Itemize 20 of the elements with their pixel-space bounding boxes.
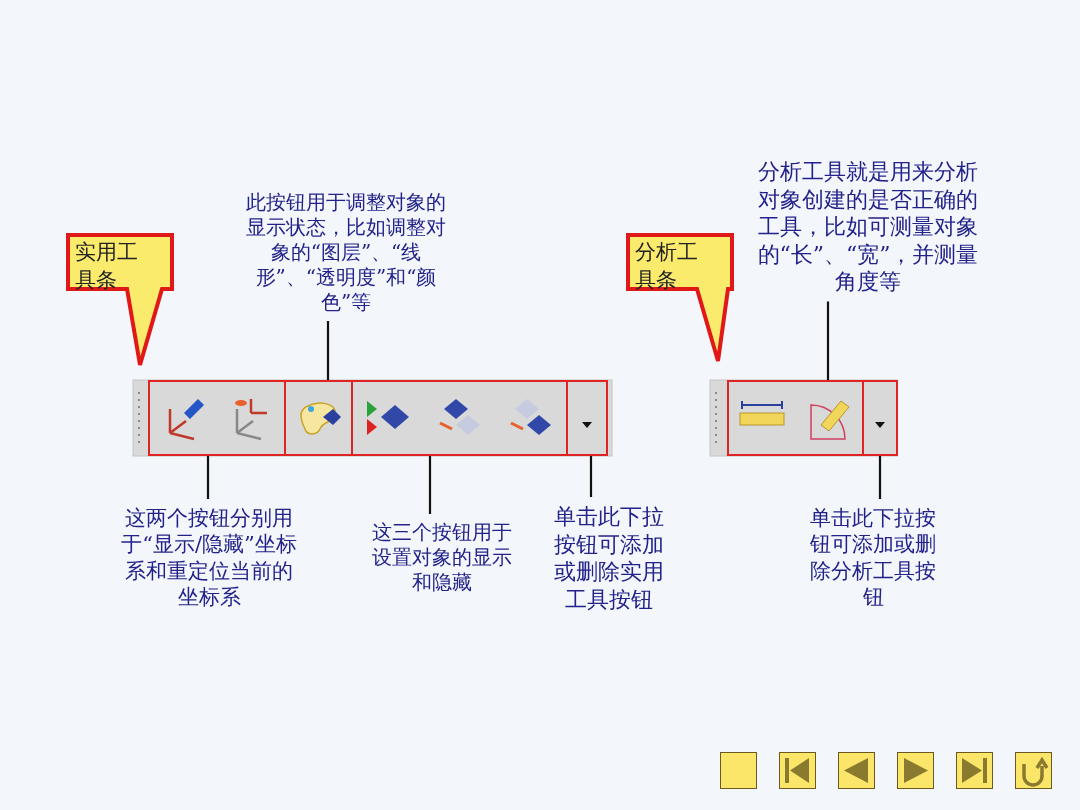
button-group-frame xyxy=(351,380,568,456)
annotation-text: 分析工具就是用来分析对象创建的是否正确的工具，比如可测量对象的“长”、“宽”，并测量角度等 xyxy=(756,158,980,296)
leader-line xyxy=(589,456,593,497)
leader-line xyxy=(826,301,830,380)
button-group-frame xyxy=(148,380,286,456)
leader-line xyxy=(326,321,330,380)
annotation-text: 单击此下拉按钮可添加或删除实用工具按钮 xyxy=(553,503,665,613)
annotation-text: 单击此下拉按钮可添加或删除分析工具按钮 xyxy=(809,505,937,610)
leader-line xyxy=(878,456,882,499)
button-group-frame xyxy=(566,380,608,456)
callout-text: 分析工具条 xyxy=(635,239,699,295)
leader-line xyxy=(428,456,432,514)
callout-text: 实用工具条 xyxy=(75,239,139,295)
button-group-frame xyxy=(862,380,898,456)
button-group-frame xyxy=(284,380,353,456)
annotation-text: 这两个按钮分别用于“显示/隐藏”坐标系和重定位当前的坐标系 xyxy=(120,505,298,610)
annotation-text: 此按钮用于调整对象的显示状态，比如调整对象的“图层”、“线形”、“透明度”和“颜色”等 xyxy=(245,190,447,315)
leader-line xyxy=(206,456,210,499)
button-group-frame xyxy=(727,380,864,456)
annotation-text: 这三个按钮用于设置对象的显示和隐藏 xyxy=(371,520,513,595)
